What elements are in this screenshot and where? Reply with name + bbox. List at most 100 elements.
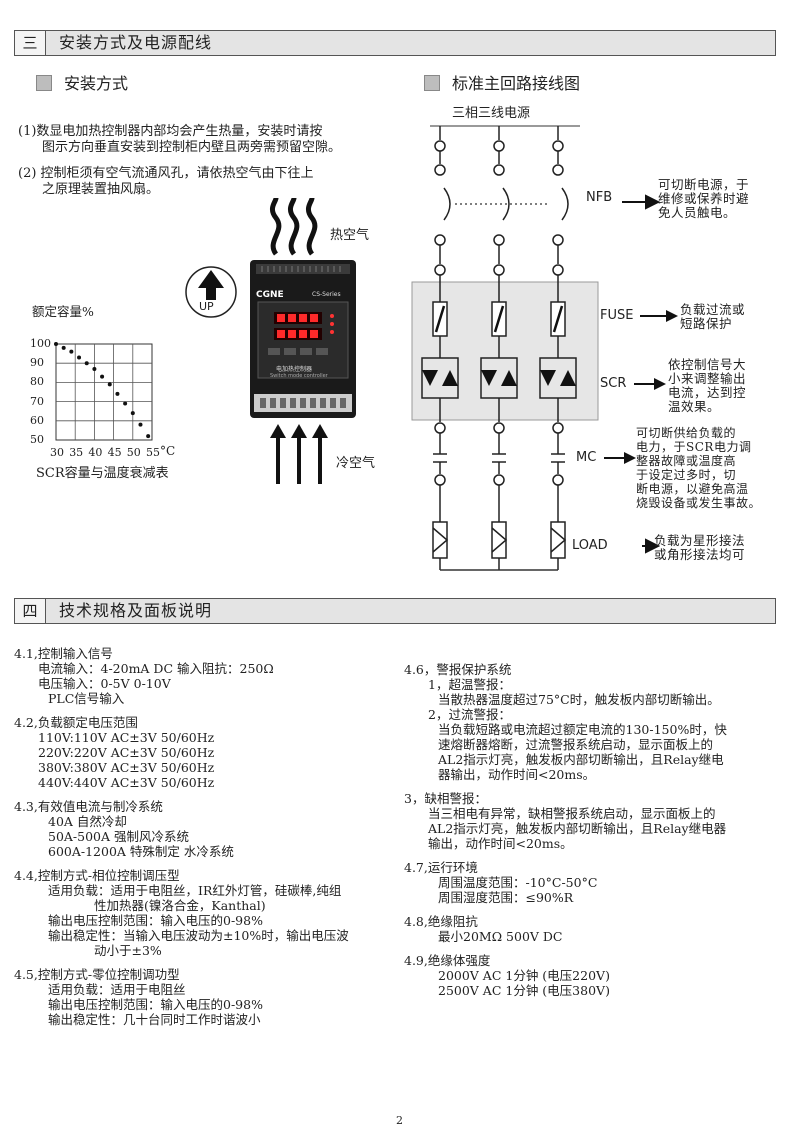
spec-left-line (14, 859, 349, 868)
nfb-label: NFB (586, 190, 613, 205)
spec-right-line: 2，过流警报： (428, 707, 511, 722)
spec-right-line (404, 782, 727, 791)
derating-point (115, 391, 120, 396)
spec-left-line: 50A-500A 强制风冷系统 (48, 829, 190, 844)
device-panel-text: 电加热控制器 (276, 366, 313, 373)
derating-point (69, 349, 74, 354)
spec-right-line: 最小20MΩ 500V DC (438, 929, 563, 944)
section-3-header: 三 安装方式及电源配线 (14, 30, 776, 56)
derating-point (84, 361, 89, 366)
mc-arrow-icon (604, 452, 636, 464)
square-bullet-icon (424, 75, 440, 91)
spec-left-line: PLC信号输入 (48, 691, 125, 706)
section-4-title: 技术规格及面板说明 (59, 601, 213, 620)
spec-left-line: 4.3,有效值电流与制冷系统 (14, 799, 163, 814)
spec-left-line: 440V:440V AC±3V 50/60Hz (38, 775, 215, 790)
derating-point (100, 374, 105, 379)
wiring-diagram (411, 125, 599, 571)
controller-device (250, 260, 356, 418)
install-paragraph-1: (1)数显电加热控制器内部均会产生热量，安装时请按 图示方向垂直安装到控制柜内壁… (18, 124, 342, 155)
derating-point (77, 355, 82, 360)
x-tick-label: 40 (88, 446, 103, 459)
y-tick-label: 80 (30, 375, 44, 389)
spec-left-line: 电压输入：0-5V 0-10V (38, 676, 171, 691)
spec-right-line: 4.7,运行环境 (404, 860, 478, 875)
spec-right-line: 2500V AC 1分钟 (电压380V) (438, 983, 610, 998)
derating-point (61, 345, 66, 350)
spec-left-line: 220V:220V AC±3V 50/60Hz (38, 745, 215, 760)
spec-right-line: 当三相电有异常，缺相警报系统启动，显示面板上的 (428, 806, 716, 821)
derating-title: 额定容量% (32, 304, 94, 319)
scr-arrow-icon (634, 378, 666, 390)
hot-air-label: 热空气 (330, 228, 370, 243)
mc-label: MC (576, 450, 597, 465)
install-heading: 安装方式 (36, 70, 128, 94)
spec-left-line (14, 706, 349, 715)
spec-left-line: 性加热器(镍洛合金，Kanthal) (94, 898, 266, 913)
x-tick-label: 35 (69, 446, 84, 459)
derating-point (54, 342, 58, 346)
derating-point (92, 366, 97, 371)
spec-left-line: 4.1,控制输入信号 (14, 646, 113, 661)
fuse-arrow-icon (640, 310, 678, 322)
spec-right-line: 速熔断器熔断，过流警报系统启动，显示面板上的 (438, 737, 714, 752)
y-tick-label: 50 (30, 433, 44, 446)
spec-right-line: 输出，动作时间<20ms。 (428, 836, 573, 851)
nfb-description: 可切断电源，于维修或保养时避免人员触电。 (658, 177, 750, 220)
y-tick-label: 70 (30, 394, 44, 408)
spec-right-line: 4.9,绝缘体强度 (404, 953, 491, 968)
spec-left-line (14, 958, 349, 967)
spec-left-line: 适用负载：适用于电阻丝，IR红外灯管，硅碳棒,纯组 (48, 883, 342, 898)
spec-left-line: 输出稳定性：几十台同时工作时谐波小 (48, 1012, 261, 1027)
x-tick-label: 45 (107, 446, 122, 459)
y-tick-label: 90 (30, 356, 44, 370)
derating-point (138, 422, 143, 427)
device-series: CS-Series (312, 291, 341, 298)
spec-left-line (14, 790, 349, 799)
cold-air-icon (270, 424, 328, 484)
mc-description: 可切断供给负载的电力，于SCR电力调 整器故障或温度高于设定过多时，切 断电源，… (636, 426, 762, 510)
section-4-number: 四 (15, 599, 46, 623)
spec-left-line: 600A-1200A 特殊制定 水冷系统 (48, 844, 234, 859)
derating-point (107, 382, 112, 387)
up-badge (185, 266, 237, 318)
spec-right-line: 4.8,绝缘阻抗 (404, 914, 478, 929)
spec-right-line: 周围温度范围：-10°C-50°C (438, 875, 598, 890)
scr-description: 依控制信号大小来调整输出 电流，达到控温效果。 (668, 357, 747, 414)
scr-label: SCR (600, 376, 627, 391)
device-brand: CGNE (256, 290, 284, 300)
spec-right-line: 当负载短路或电流超过额定电流的130-150%时，快 (438, 722, 727, 737)
cold-air-label: 冷空气 (336, 456, 376, 471)
spec-right-line: AL2指示灯亮，触发板内部切断输出，且Relay继电器 (428, 821, 727, 836)
up-label: UP (199, 300, 214, 313)
derating-caption: SCR容量与温度衰减表 (36, 466, 169, 481)
spec-left-line: 40A 自然冷却 (48, 814, 127, 829)
load-label: LOAD (572, 538, 608, 553)
x-tick-label: 50 (126, 446, 141, 459)
derating-unit: °C (160, 444, 176, 458)
spec-left-line: 380V:380V AC±3V 50/60Hz (38, 760, 215, 775)
section-3-title: 安装方式及电源配线 (59, 33, 213, 52)
fuse-label: FUSE (600, 308, 634, 323)
spec-left-line: 适用负载：适用于电阻丝 (48, 982, 186, 997)
spec-right-line: 周围湿度范围：≤90%R (438, 890, 574, 905)
spec-left-line: 电流输入：4-20mA DC 输入阻抗：250Ω (38, 661, 274, 676)
fuse-description: 负载过流或短路保护 (680, 302, 746, 331)
spec-right-line: 4.6，警报保护系统 (404, 662, 512, 677)
spec-left-line: 输出电压控制范围：输入电压的0-98% (48, 913, 263, 928)
spec-right-line: 当散热器温度超过75°C时，触发板内部切断输出。 (438, 692, 720, 707)
load-description: 负载为星形接法或角形接法均可 (654, 533, 746, 562)
spec-right-line (404, 905, 727, 914)
spec-right-line: AL2指示灯亮，触发板内部切断输出，且Relay继电 (438, 752, 724, 767)
derating-point (123, 401, 128, 406)
spec-right-line: 器输出，动作时间<20ms。 (438, 767, 596, 782)
spec-right-line: 1，超温警报： (428, 677, 511, 692)
x-tick-label: 30 (50, 446, 64, 459)
power-source-label: 三相三线电源 (452, 106, 531, 121)
derating-chart (54, 342, 153, 441)
spec-left-line: 110V:110V AC±3V 50/60Hz (38, 730, 215, 745)
spec-right-line (404, 944, 727, 953)
derating-point (146, 434, 151, 439)
